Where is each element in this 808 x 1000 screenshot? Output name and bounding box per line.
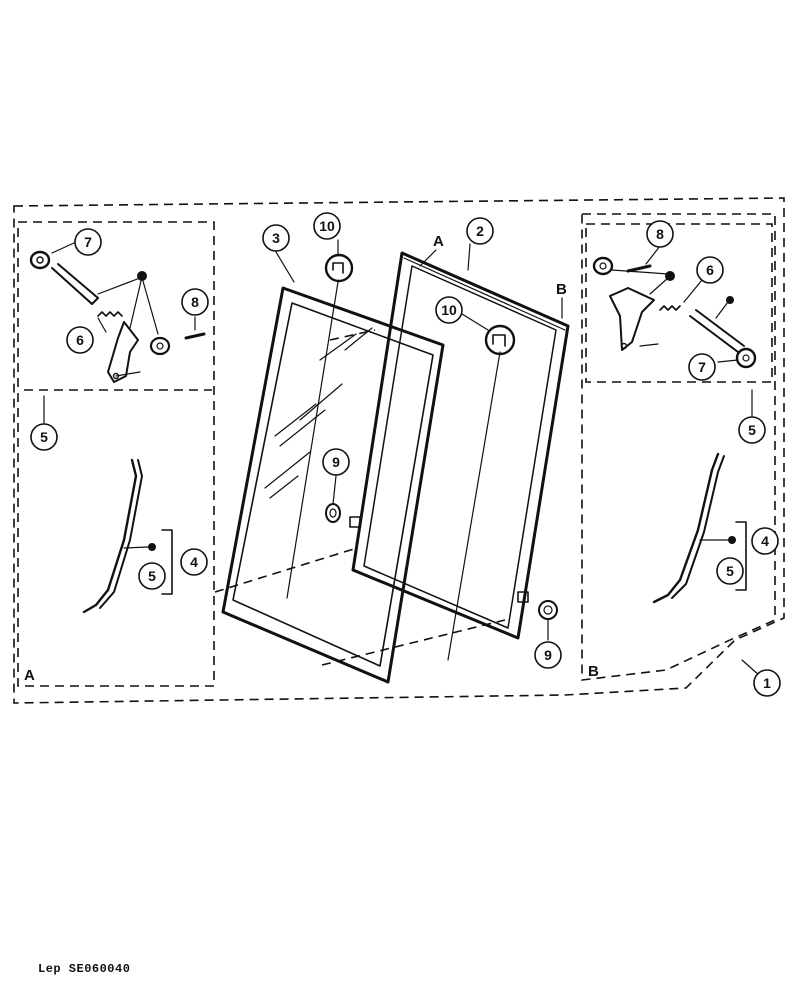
- seal-right: [484, 324, 516, 356]
- svg-text:2: 2: [476, 223, 484, 239]
- callout-10-left: 10: [313, 212, 341, 240]
- svg-text:8: 8: [191, 294, 199, 310]
- frame-label-a: A: [433, 233, 444, 250]
- svg-text:5: 5: [40, 429, 48, 445]
- callout-9-right: 9: [534, 641, 562, 669]
- reference-code: Lep SE060040: [38, 962, 131, 976]
- svg-text:10: 10: [441, 302, 457, 318]
- svg-text:9: 9: [544, 647, 552, 663]
- callout-3: 3: [262, 224, 290, 252]
- svg-text:4: 4: [190, 554, 198, 570]
- callout-1: 1: [753, 669, 781, 697]
- latch-parts-b: [592, 245, 757, 604]
- callout-8-right: 8: [646, 220, 674, 248]
- detail-label-b: B: [588, 663, 599, 680]
- callout-10-right: 10: [435, 296, 463, 324]
- glass-pane: [221, 286, 445, 684]
- callout-4-left: 4: [180, 548, 208, 576]
- callout-7-right: 7: [688, 353, 716, 381]
- latch-parts-a: [29, 242, 206, 614]
- bushing-right: [517, 591, 558, 620]
- detail-box-a: [17, 221, 215, 687]
- callout-8-left: 8: [181, 288, 209, 316]
- svg-text:1: 1: [763, 675, 771, 691]
- svg-text:7: 7: [698, 359, 706, 375]
- detail-box-b-inset: [585, 223, 773, 383]
- callout-6-left: 6: [66, 326, 94, 354]
- callout-5-right-bracket: 5: [716, 557, 744, 585]
- hidden-lines: [214, 329, 506, 666]
- callout-5-left-top: 5: [30, 423, 58, 451]
- callout-2: 2: [466, 217, 494, 245]
- svg-text:4: 4: [761, 533, 769, 549]
- svg-text:5: 5: [148, 568, 156, 584]
- svg-text:5: 5: [726, 563, 734, 579]
- svg-text:8: 8: [656, 226, 664, 242]
- svg-text:9: 9: [332, 454, 340, 470]
- frame-label-b: B: [556, 281, 567, 298]
- callout-5-right-top: 5: [738, 416, 766, 444]
- assembly-outline: [13, 197, 785, 704]
- detail-label-a: A: [24, 667, 35, 684]
- svg-text:6: 6: [706, 262, 714, 278]
- svg-text:10: 10: [319, 218, 335, 234]
- callout-7-left: 7: [74, 228, 102, 256]
- window-frame: [351, 251, 570, 640]
- svg-text:7: 7: [84, 234, 92, 250]
- callout-leaders: [275, 239, 761, 677]
- svg-text:3: 3: [272, 230, 280, 246]
- callout-5-left-bracket: 5: [138, 562, 166, 590]
- detail-box-b: [581, 213, 776, 681]
- bushing-center: [325, 503, 361, 528]
- seal-left: [324, 253, 354, 283]
- svg-text:6: 6: [76, 332, 84, 348]
- leader-lines: [286, 281, 549, 661]
- callout-4-right: 4: [751, 527, 779, 555]
- callout-9-center: 9: [322, 448, 350, 476]
- svg-text:5: 5: [748, 422, 756, 438]
- callout-6-right: 6: [696, 256, 724, 284]
